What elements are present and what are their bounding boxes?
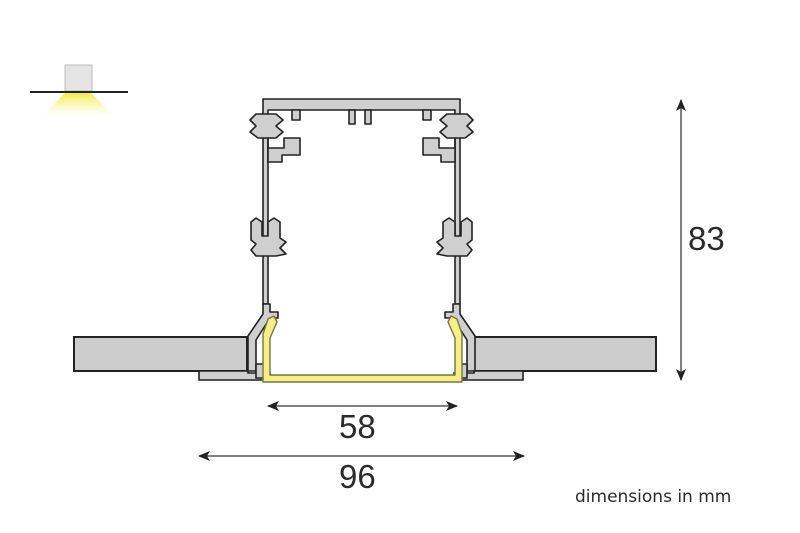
profile-flange xyxy=(198,370,524,381)
units-note: dimensions in mm xyxy=(575,487,732,507)
ceiling-panel-right xyxy=(473,336,657,372)
dimension-height-label: 83 xyxy=(688,220,725,257)
aluminium-profile xyxy=(247,98,476,379)
ceiling-panel-left xyxy=(73,336,248,372)
recessed-light-icon xyxy=(30,64,128,116)
dimension-outer-width-label: 96 xyxy=(339,458,376,495)
led-diffuser xyxy=(262,315,463,383)
dimension-inner-width-label: 58 xyxy=(339,408,376,445)
